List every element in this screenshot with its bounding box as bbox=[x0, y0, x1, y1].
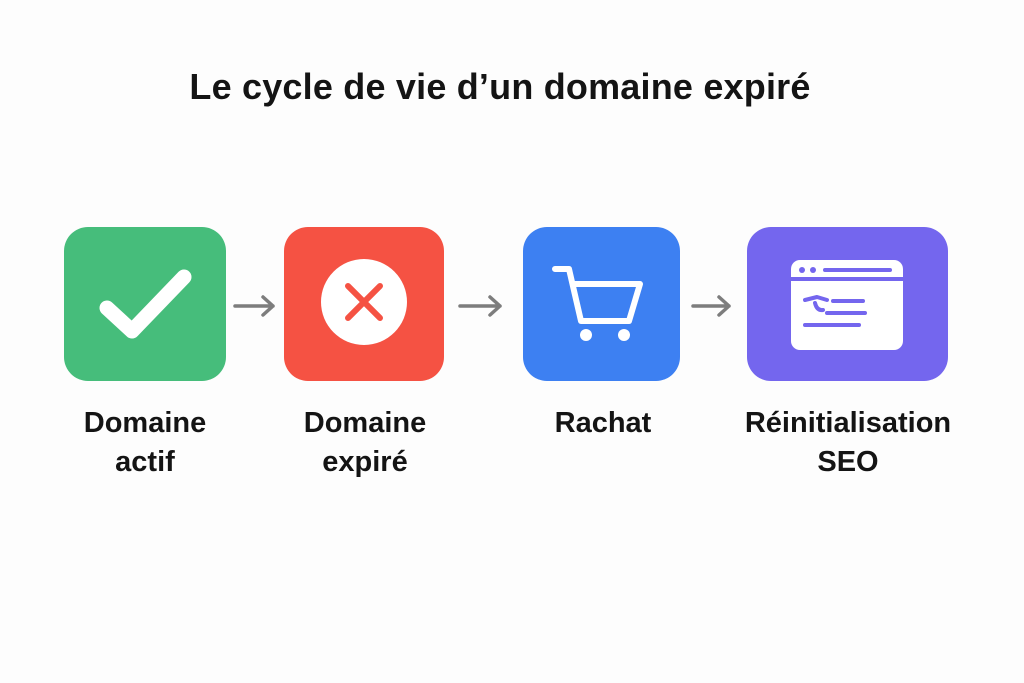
browser-window-icon bbox=[747, 227, 948, 381]
cross-circle-icon bbox=[284, 227, 444, 381]
checkmark-icon bbox=[64, 227, 226, 381]
step-domaine-actif bbox=[64, 227, 226, 381]
arrow-right-icon bbox=[690, 294, 734, 318]
step-label-line: actif bbox=[115, 446, 175, 478]
step-label-domaine-expire: Domaine expiré bbox=[235, 404, 495, 482]
arrow-right-icon bbox=[232, 294, 278, 318]
step-label-line: expiré bbox=[322, 446, 408, 478]
step-rachat bbox=[523, 227, 680, 381]
diagram-title: Le cycle de vie d’un domaine expiré bbox=[189, 66, 811, 107]
shopping-cart-icon bbox=[523, 227, 680, 381]
step-reinitialisation-seo bbox=[747, 227, 948, 381]
step-label-line: Rachat bbox=[554, 407, 652, 439]
step-label-line: Domaine bbox=[83, 407, 207, 439]
step-label-rachat: Rachat bbox=[473, 404, 733, 443]
step-domaine-expire bbox=[284, 227, 444, 381]
step-label-domaine-actif: Domaine actif bbox=[15, 404, 275, 482]
step-label-line: SEO bbox=[817, 446, 879, 478]
step-label-reinitialisation-seo: Réinitialisation SEO bbox=[718, 404, 978, 482]
arrow-right-icon bbox=[457, 294, 505, 318]
step-label-line: Domaine bbox=[303, 407, 427, 439]
step-label-line: Réinitialisation bbox=[744, 407, 952, 439]
